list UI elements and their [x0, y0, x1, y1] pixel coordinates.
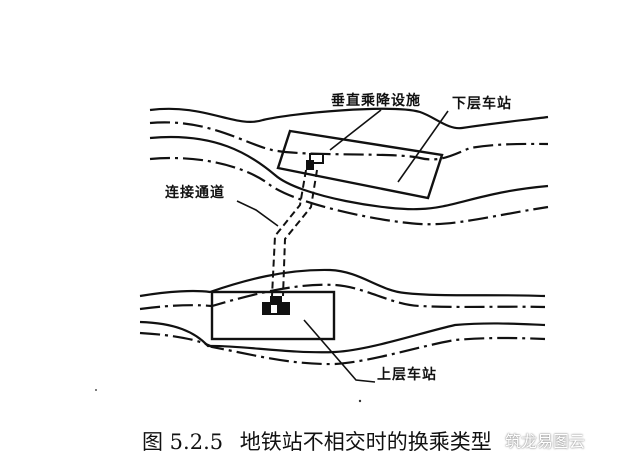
speck	[95, 389, 97, 391]
label-lower-station: 下层车站	[452, 96, 512, 112]
vertical-transfer-symbol	[306, 153, 324, 170]
lower-tunnel-edge-bottom	[149, 135, 549, 211]
label-connecting-passage: 连接通道	[165, 185, 225, 201]
leader-upper-station	[303, 319, 376, 383]
lower-tunnel-edge-top	[149, 107, 549, 130]
lower-station-box	[276, 129, 444, 200]
connecting-passage-left	[271, 169, 307, 297]
lower-tunnel-centerline-bottom	[149, 156, 549, 226]
lower-tunnel-centerline-top	[149, 121, 549, 161]
leader-connecting-passage	[236, 200, 279, 227]
label-upper-station: 上层车站	[377, 367, 437, 383]
upper-station-box	[210, 290, 336, 341]
speck	[358, 399, 362, 403]
upper-tunnel-centerline-bottom	[139, 331, 546, 366]
watermark: 筑龙易图云	[505, 432, 586, 451]
caption-text: 地铁站不相交时的换乘类型	[239, 430, 492, 454]
upper-tunnel-edge-bottom	[139, 320, 546, 354]
leader-lower-station	[397, 110, 449, 183]
leader-vertical-transfer	[329, 109, 382, 151]
figure-caption: 图 5.2.5 地铁站不相交时的换乘类型	[142, 426, 502, 456]
connecting-passage-right	[282, 169, 318, 297]
caption-number: 图 5.2.5	[142, 430, 224, 454]
stair-symbol	[262, 296, 290, 315]
label-vertical-transfer: 垂直乘降设施	[331, 93, 421, 109]
upper-tunnel-centerline-top	[139, 283, 546, 311]
upper-tunnel-edge-top	[139, 268, 546, 298]
